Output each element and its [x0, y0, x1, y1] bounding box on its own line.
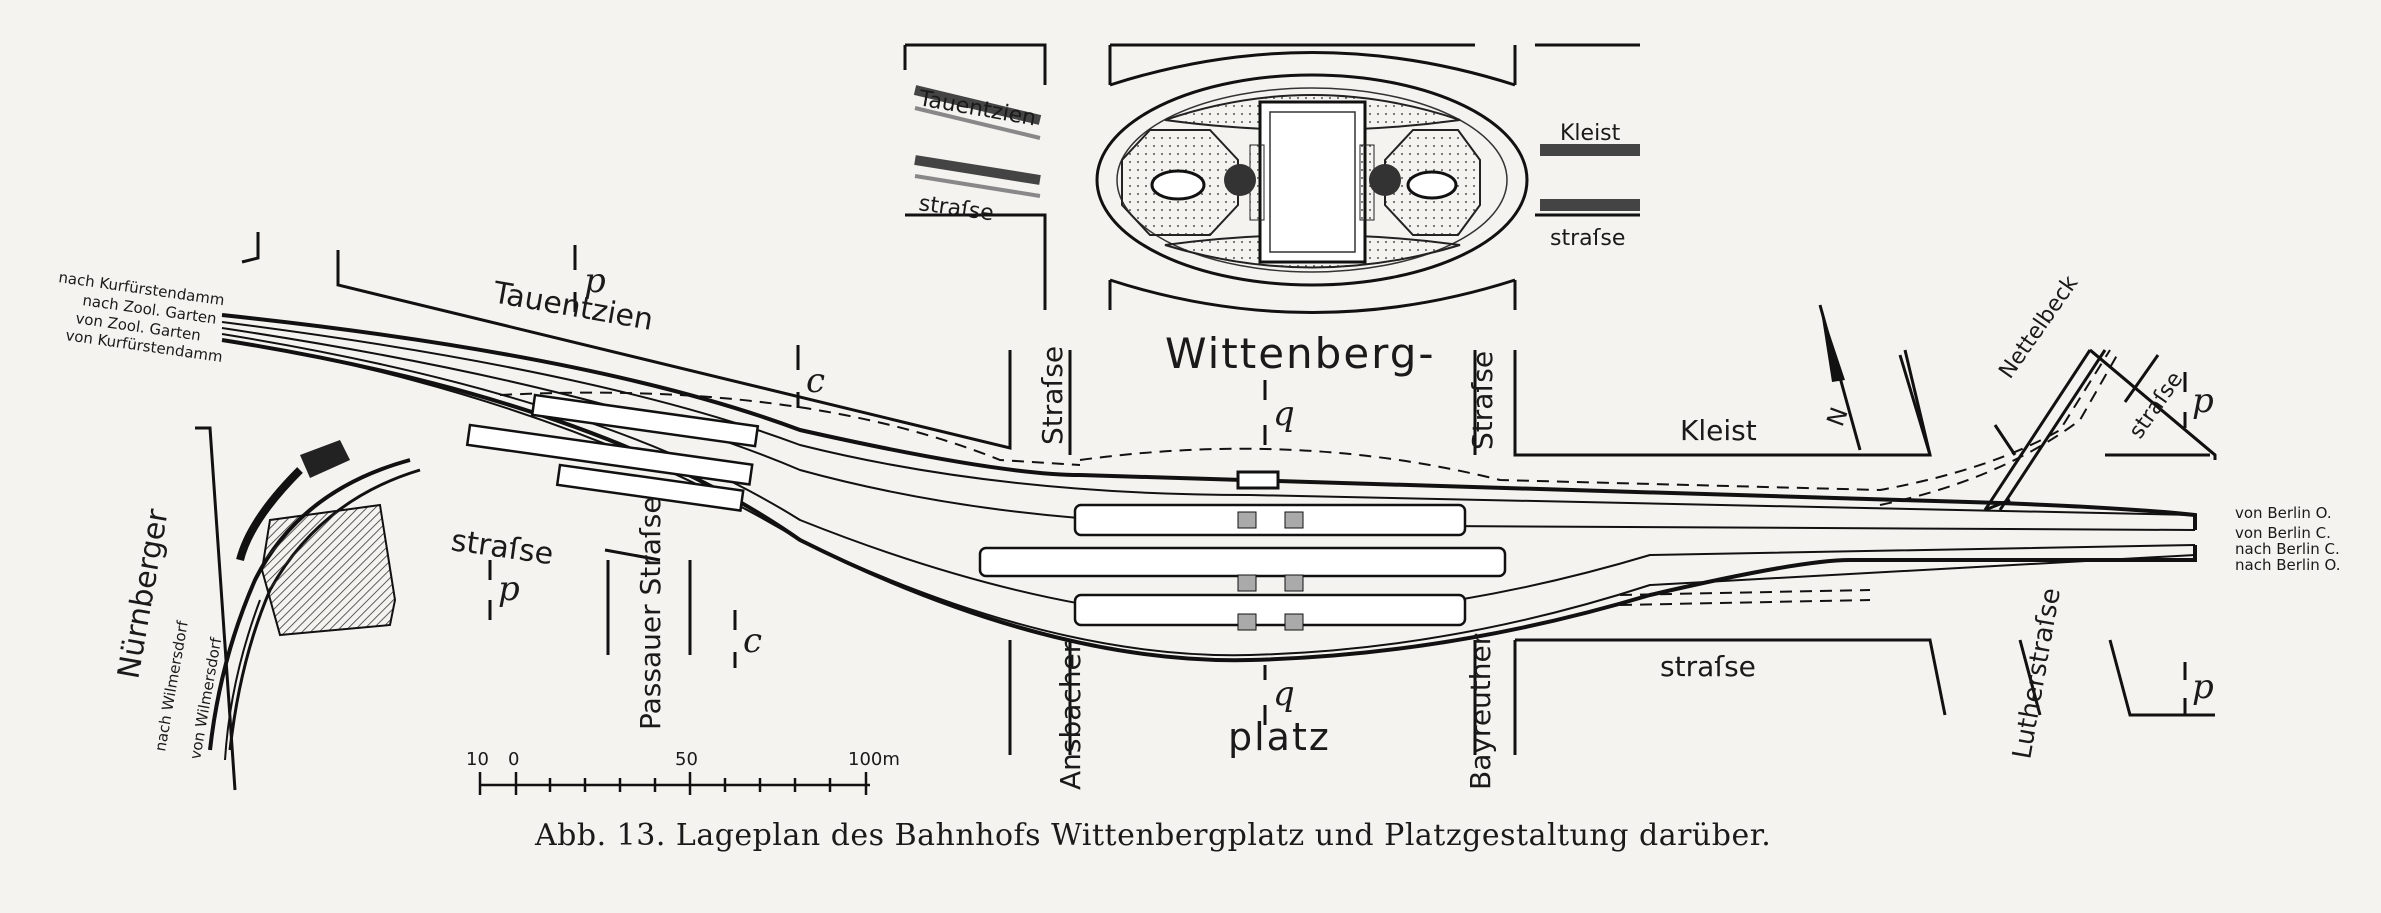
section-label-p-2: p: [498, 569, 520, 609]
square-layout-inset: Tauentzien straſse Kleist straſse: [903, 43, 1640, 314]
section-label-q-1: q: [1273, 394, 1295, 434]
dir-von-berlin-o: von Berlin O.: [2235, 504, 2332, 522]
label-platz: platz: [1228, 715, 1331, 759]
label-lutherstrasse: Lutherstraſse: [2007, 586, 2067, 762]
figure-caption: Abb. 13. Lageplan des Bahnhofs Wittenber…: [534, 818, 1771, 853]
label-bayreuther: Bayreuther: [1464, 633, 1497, 790]
section-label-p-1: p: [584, 261, 606, 301]
label-kleist: Kleist: [1680, 414, 1757, 447]
label-strasse-tauentzien-v: Straſse: [1036, 346, 1069, 445]
section-label-c-1: c: [806, 361, 825, 401]
scale-tick-0: 0: [508, 749, 519, 770]
label-strasse-nuernberger: straſse: [449, 523, 556, 572]
section-markers: [488, 245, 2187, 725]
scale-tick-10: 10: [466, 749, 489, 770]
label-nuernberger: Nürnberger: [111, 506, 175, 682]
dir-von-berlin-c: von Berlin C.: [2235, 524, 2331, 542]
label-strasse-kleist: straſse: [1660, 650, 1756, 683]
track-corridor: [208, 313, 2197, 761]
section-label-q-2: q: [1273, 674, 1295, 714]
label-nettelbeck: Nettelbeck: [1994, 271, 2083, 383]
section-label-p-3: p: [2192, 381, 2214, 421]
label-wittenberg: Wittenberg-: [1165, 329, 1436, 378]
label-strasse-inset-left: straſse: [917, 191, 995, 226]
label-strasse-nettelbeck: straſse: [2124, 367, 2188, 443]
label-kleist-inset: Kleist: [1560, 121, 1621, 146]
dir-nach-berlin-c: nach Berlin C.: [2235, 540, 2340, 558]
label-strasse-kleist-v: Straſse: [1466, 351, 1499, 450]
north-arrow-icon: N: [1818, 304, 1862, 451]
dir-nach-wilmersdorf: nach Wilmersdorf: [151, 619, 192, 753]
hatched-building: [260, 503, 397, 637]
scale-tick-50: 50: [675, 749, 698, 770]
scale-bar: [478, 772, 870, 795]
dir-nach-berlin-o: nach Berlin O.: [2235, 556, 2340, 574]
street-curbs: [195, 232, 2217, 791]
label-ansbacher: Ansbacher: [1054, 641, 1087, 790]
section-label-p-4: p: [2192, 667, 2214, 707]
label-strasse-inset-right: straſse: [1550, 226, 1625, 251]
scale-tick-100: 100m: [848, 749, 900, 770]
section-label-c-2: c: [743, 621, 762, 661]
label-passauer: Passauer Straſse: [634, 496, 667, 730]
